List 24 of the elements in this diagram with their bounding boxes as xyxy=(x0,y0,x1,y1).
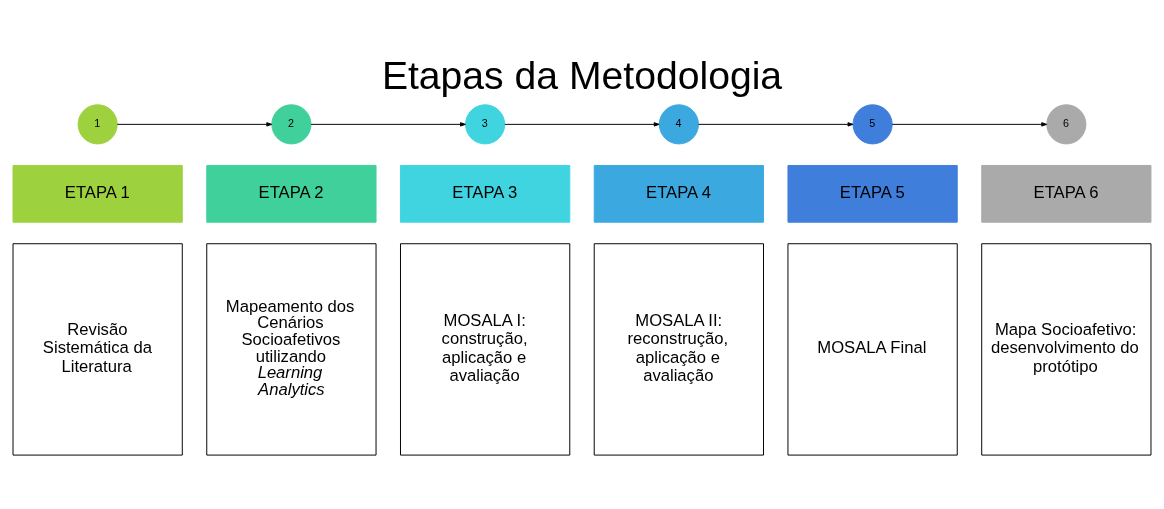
node-box: ETAPA 6 xyxy=(981,164,1152,223)
node-box: ETAPA 2 xyxy=(206,164,377,223)
node-box: ETAPA 1 xyxy=(12,164,183,223)
arrow xyxy=(891,122,1048,127)
node-box: MOSALA II: reconstrução, aplicação e avaliação xyxy=(593,243,764,456)
node-box: Mapeamento dos Cenários Socioafetivos utilizando Learning Analytics xyxy=(206,243,377,456)
node-box: Mapa Socioafetivo: desenvolvimento do protótipo xyxy=(981,243,1152,456)
node-box: ETAPA 3 xyxy=(400,164,571,223)
node-box: ETAPA 5 xyxy=(787,164,958,223)
node-circle: 2 xyxy=(271,104,312,145)
node-circle: 5 xyxy=(852,104,893,145)
node-box: ETAPA 4 xyxy=(593,164,764,223)
node-circle: 4 xyxy=(658,104,699,145)
diagram-title: Etapas da Metodologia xyxy=(381,54,783,98)
node-box: MOSALA I: construção, aplicação e avaliação xyxy=(400,243,571,456)
node-box: Revisão Sistemática da Literatura xyxy=(12,243,183,456)
node-box: MOSALA Final xyxy=(787,243,958,456)
arrow xyxy=(116,122,273,127)
arrow xyxy=(310,122,466,127)
node-circle: 3 xyxy=(465,104,506,145)
node-circle: 1 xyxy=(77,104,118,145)
node-circle: 6 xyxy=(1046,104,1087,145)
arrow xyxy=(504,122,660,127)
arrow xyxy=(698,122,854,127)
